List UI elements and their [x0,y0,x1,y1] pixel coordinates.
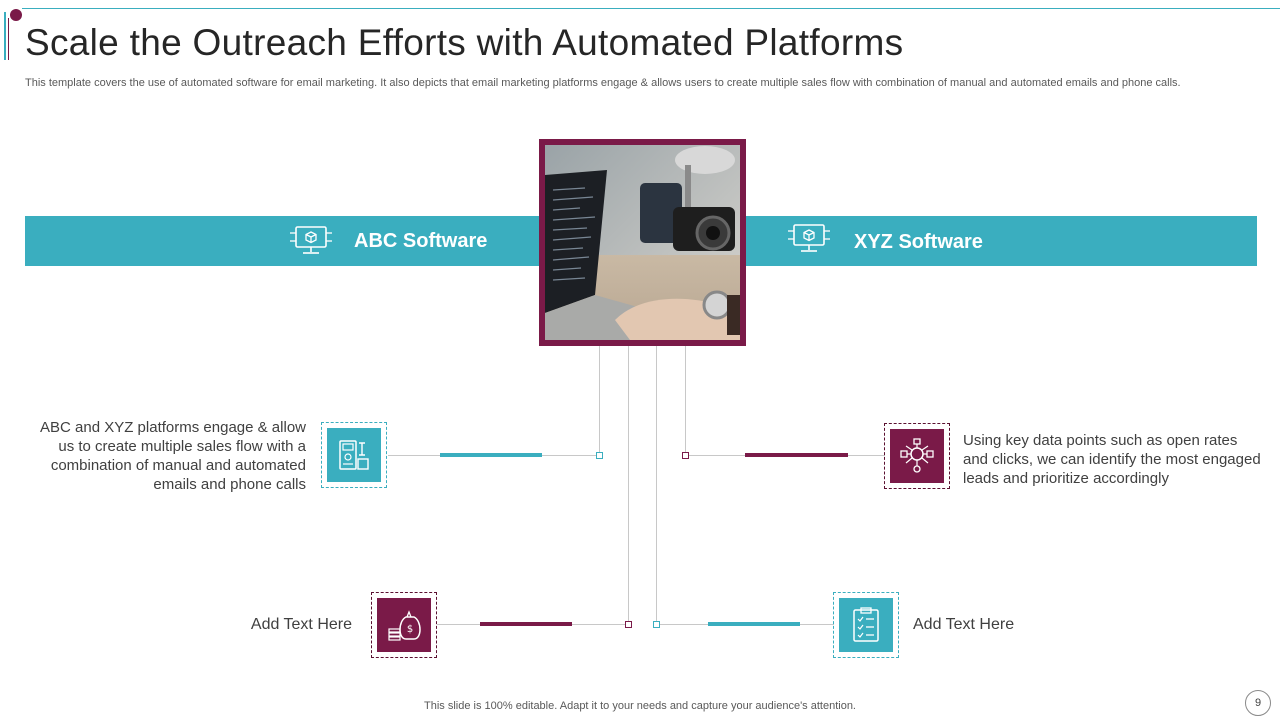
abc-software-band: ABC Software [25,216,545,266]
bottom-right-text: Add Text Here [913,616,1015,633]
connector-node [596,452,603,459]
money-bag-icon: $ [388,610,421,641]
connector-line [685,346,686,455]
accent-bar [440,453,542,457]
monitor-cube-icon [788,224,830,252]
left-accent-bar [8,18,9,60]
corner-dot [10,9,22,21]
svg-text:$: $ [407,624,413,635]
left-accent-bar [4,12,6,60]
network-hub-icon-box [884,423,950,489]
accent-bar [708,622,800,626]
page-subtitle: This template covers the use of automate… [25,77,1181,89]
control-panel-icon [339,440,369,470]
accent-bar [480,622,572,626]
top-rule [22,8,1280,9]
connector-node [682,452,689,459]
connector-line [628,346,629,624]
xyz-software-label: XYZ Software [854,231,983,253]
checklist-icon-box [833,592,899,658]
top-left-description: ABC and XYZ platforms engage & allow us … [40,419,306,493]
page-number: 9 [1245,690,1271,716]
connector-node [625,621,632,628]
top-right-description: Using key data points such as open rates… [963,432,1261,487]
accent-bar [745,453,848,457]
laptop-photo [545,145,740,340]
page-title: Scale the Outreach Efforts with Automate… [25,22,904,63]
footer-note: This slide is 100% editable. Adapt it to… [424,700,856,712]
monitor-cube-icon [290,226,332,254]
connector-node [653,621,660,628]
connector-line [656,346,657,624]
xyz-software-band: XYZ Software [740,216,1257,266]
laptop-photo-frame [539,139,746,346]
abc-software-label: ABC Software [354,230,488,252]
bottom-left-text: Add Text Here [250,616,352,633]
money-bag-icon-box: $ [371,592,437,658]
control-panel-icon-box [321,422,387,488]
network-hub-icon [900,438,934,473]
connector-line [599,346,600,455]
checklist-icon [853,607,879,642]
